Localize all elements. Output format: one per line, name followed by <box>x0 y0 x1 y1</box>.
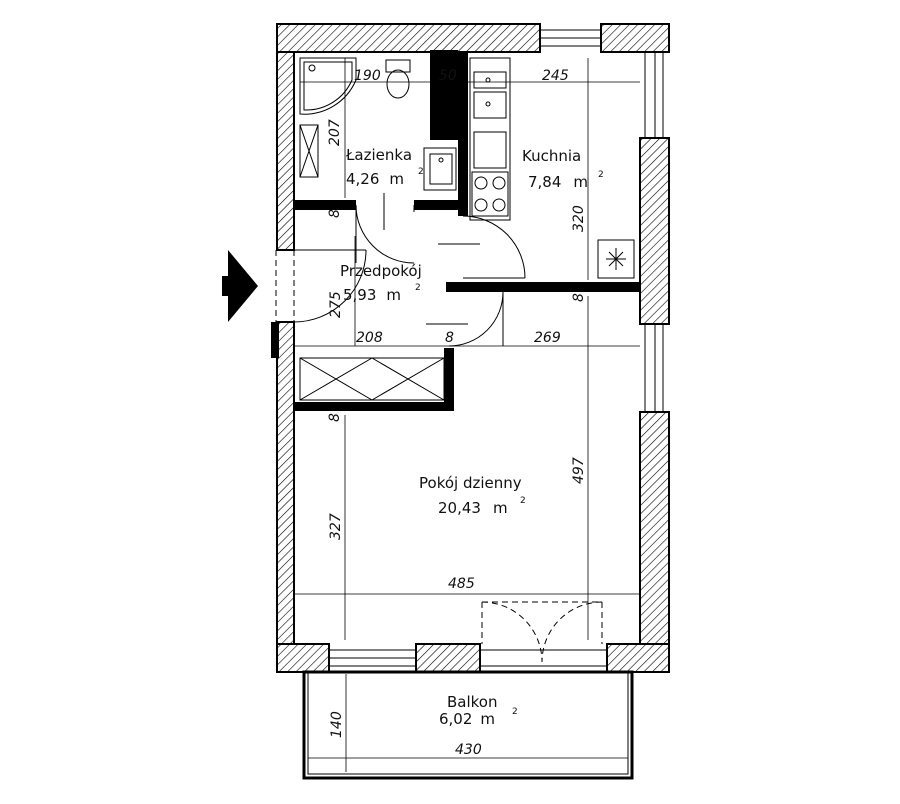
snowflake-icon <box>606 248 626 270</box>
room-name: Łazienka <box>345 146 412 164</box>
dim-wall-8b: 8 <box>571 293 587 302</box>
room-area-exp: 2 <box>418 167 424 177</box>
dim-living-width: 485 <box>448 576 475 592</box>
dim-kitchen-height: 320 <box>571 205 587 232</box>
room-area-exp: 2 <box>415 283 421 293</box>
dim-bath-width: 190 <box>354 68 381 84</box>
dim-wall-8a: 8 <box>327 209 343 218</box>
dim-wall-8d: 8 <box>327 413 343 422</box>
entry-arrow-icon <box>222 250 295 322</box>
dimension-lines <box>294 58 640 772</box>
kitchen-fixtures <box>469 57 635 279</box>
room-area-exp: 2 <box>512 707 518 717</box>
windows <box>329 29 664 667</box>
room-name: Kuchnia <box>522 147 581 165</box>
dim-living-top-width: 269 <box>534 330 561 346</box>
room-name: Przedpokój <box>340 262 422 280</box>
dim-living-height: 497 <box>571 457 587 484</box>
dim-closet-width: 208 <box>356 330 383 346</box>
doors <box>293 204 603 663</box>
dim-hall-height: 275 <box>328 291 344 318</box>
dim-wall-50: 50 <box>439 68 457 84</box>
room-name: Pokój dzienny <box>419 474 522 492</box>
interior-walls <box>294 50 640 411</box>
dim-living-left-height: 327 <box>328 513 344 540</box>
dim-bath-height: 207 <box>327 119 343 146</box>
dim-kitchen-width: 245 <box>542 68 569 84</box>
dim-balcony-width: 430 <box>455 742 482 758</box>
wardrobe <box>299 357 445 401</box>
dim-wall-8c: 8 <box>445 330 454 346</box>
room-area-exp: 2 <box>520 496 526 506</box>
room-name: Balkon <box>447 693 498 711</box>
bathroom-fixtures <box>299 57 457 191</box>
balcony <box>302 670 634 780</box>
outer-walls <box>271 23 670 673</box>
dim-balcony-depth: 140 <box>329 711 345 738</box>
room-area-exp: 2 <box>598 170 604 180</box>
